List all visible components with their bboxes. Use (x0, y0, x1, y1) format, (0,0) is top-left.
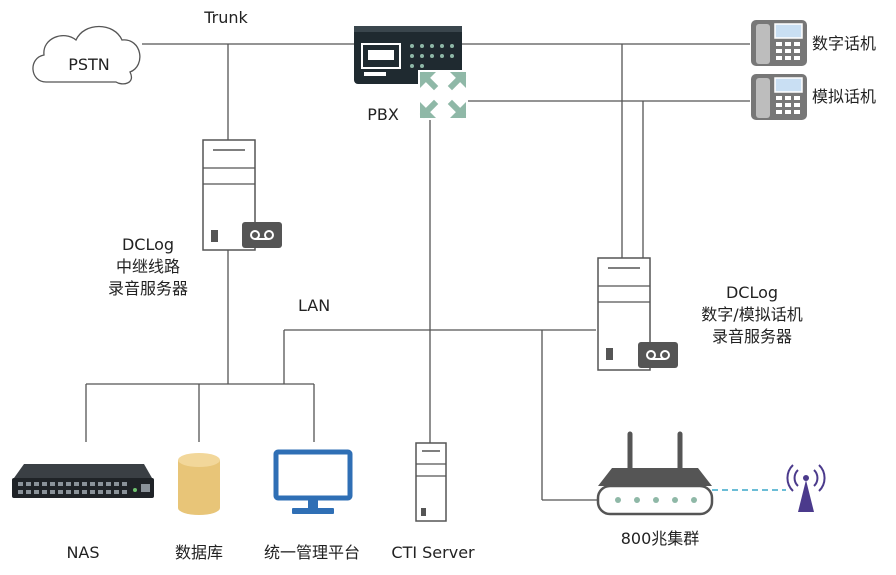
phone-recorder-label-line1: DCLog (726, 283, 778, 302)
management-label: 统一管理平台 (264, 543, 360, 562)
database-device: 数据库 (175, 453, 223, 562)
phone-recorder-label-line3: 录音服务器 (712, 327, 792, 346)
pbx-label: PBX (367, 105, 399, 124)
antenna-icon (786, 464, 826, 512)
cti-server-device: CTI Server (391, 442, 475, 562)
trunk-recorder-label-line3: 录音服务器 (108, 279, 188, 298)
trunk-label: Trunk (203, 8, 248, 27)
cti-server-label: CTI Server (391, 543, 475, 562)
trunk-recorder-server: DCLog 中继线路 录音服务器 (108, 139, 282, 298)
desk-phone-icon (751, 74, 807, 120)
cluster-label: 800兆集群 (621, 529, 700, 548)
nas-label: NAS (66, 543, 99, 562)
nas-device: NAS (12, 464, 154, 562)
expand-arrows-icon (418, 70, 468, 120)
database-icon (178, 453, 220, 515)
cassette-icon (638, 342, 678, 368)
database-label: 数据库 (175, 543, 223, 562)
pbx-icon (354, 26, 462, 84)
nas-rack-icon (12, 464, 154, 498)
lan-label: LAN (298, 296, 330, 315)
pstn-label: PSTN (68, 55, 110, 74)
pstn-cloud: PSTN (32, 26, 141, 85)
trunk-recorder-label-line2: 中继线路 (116, 257, 180, 276)
cloud-icon (32, 26, 141, 85)
monitor-icon (273, 449, 353, 514)
server-icon (415, 442, 447, 522)
cassette-icon (242, 222, 282, 248)
desk-phone-icon (751, 20, 807, 66)
analog-phone: 模拟话机 (751, 74, 876, 120)
router-icon (596, 431, 714, 516)
trunk-recorder-label-line1: DCLog (122, 235, 174, 254)
digital-phone-label: 数字话机 (812, 34, 876, 53)
connection-lines (85, 43, 786, 501)
cluster-device: 800兆集群 (596, 431, 714, 548)
pbx-device: PBX (354, 26, 468, 124)
analog-phone-label: 模拟话机 (812, 87, 876, 106)
digital-phone: 数字话机 (751, 20, 876, 66)
phone-recorder-server: DCLog 数字/模拟话机 录音服务器 (597, 257, 803, 371)
management-device: 统一管理平台 (264, 449, 360, 562)
phone-recorder-label-line2: 数字/模拟话机 (701, 305, 802, 324)
